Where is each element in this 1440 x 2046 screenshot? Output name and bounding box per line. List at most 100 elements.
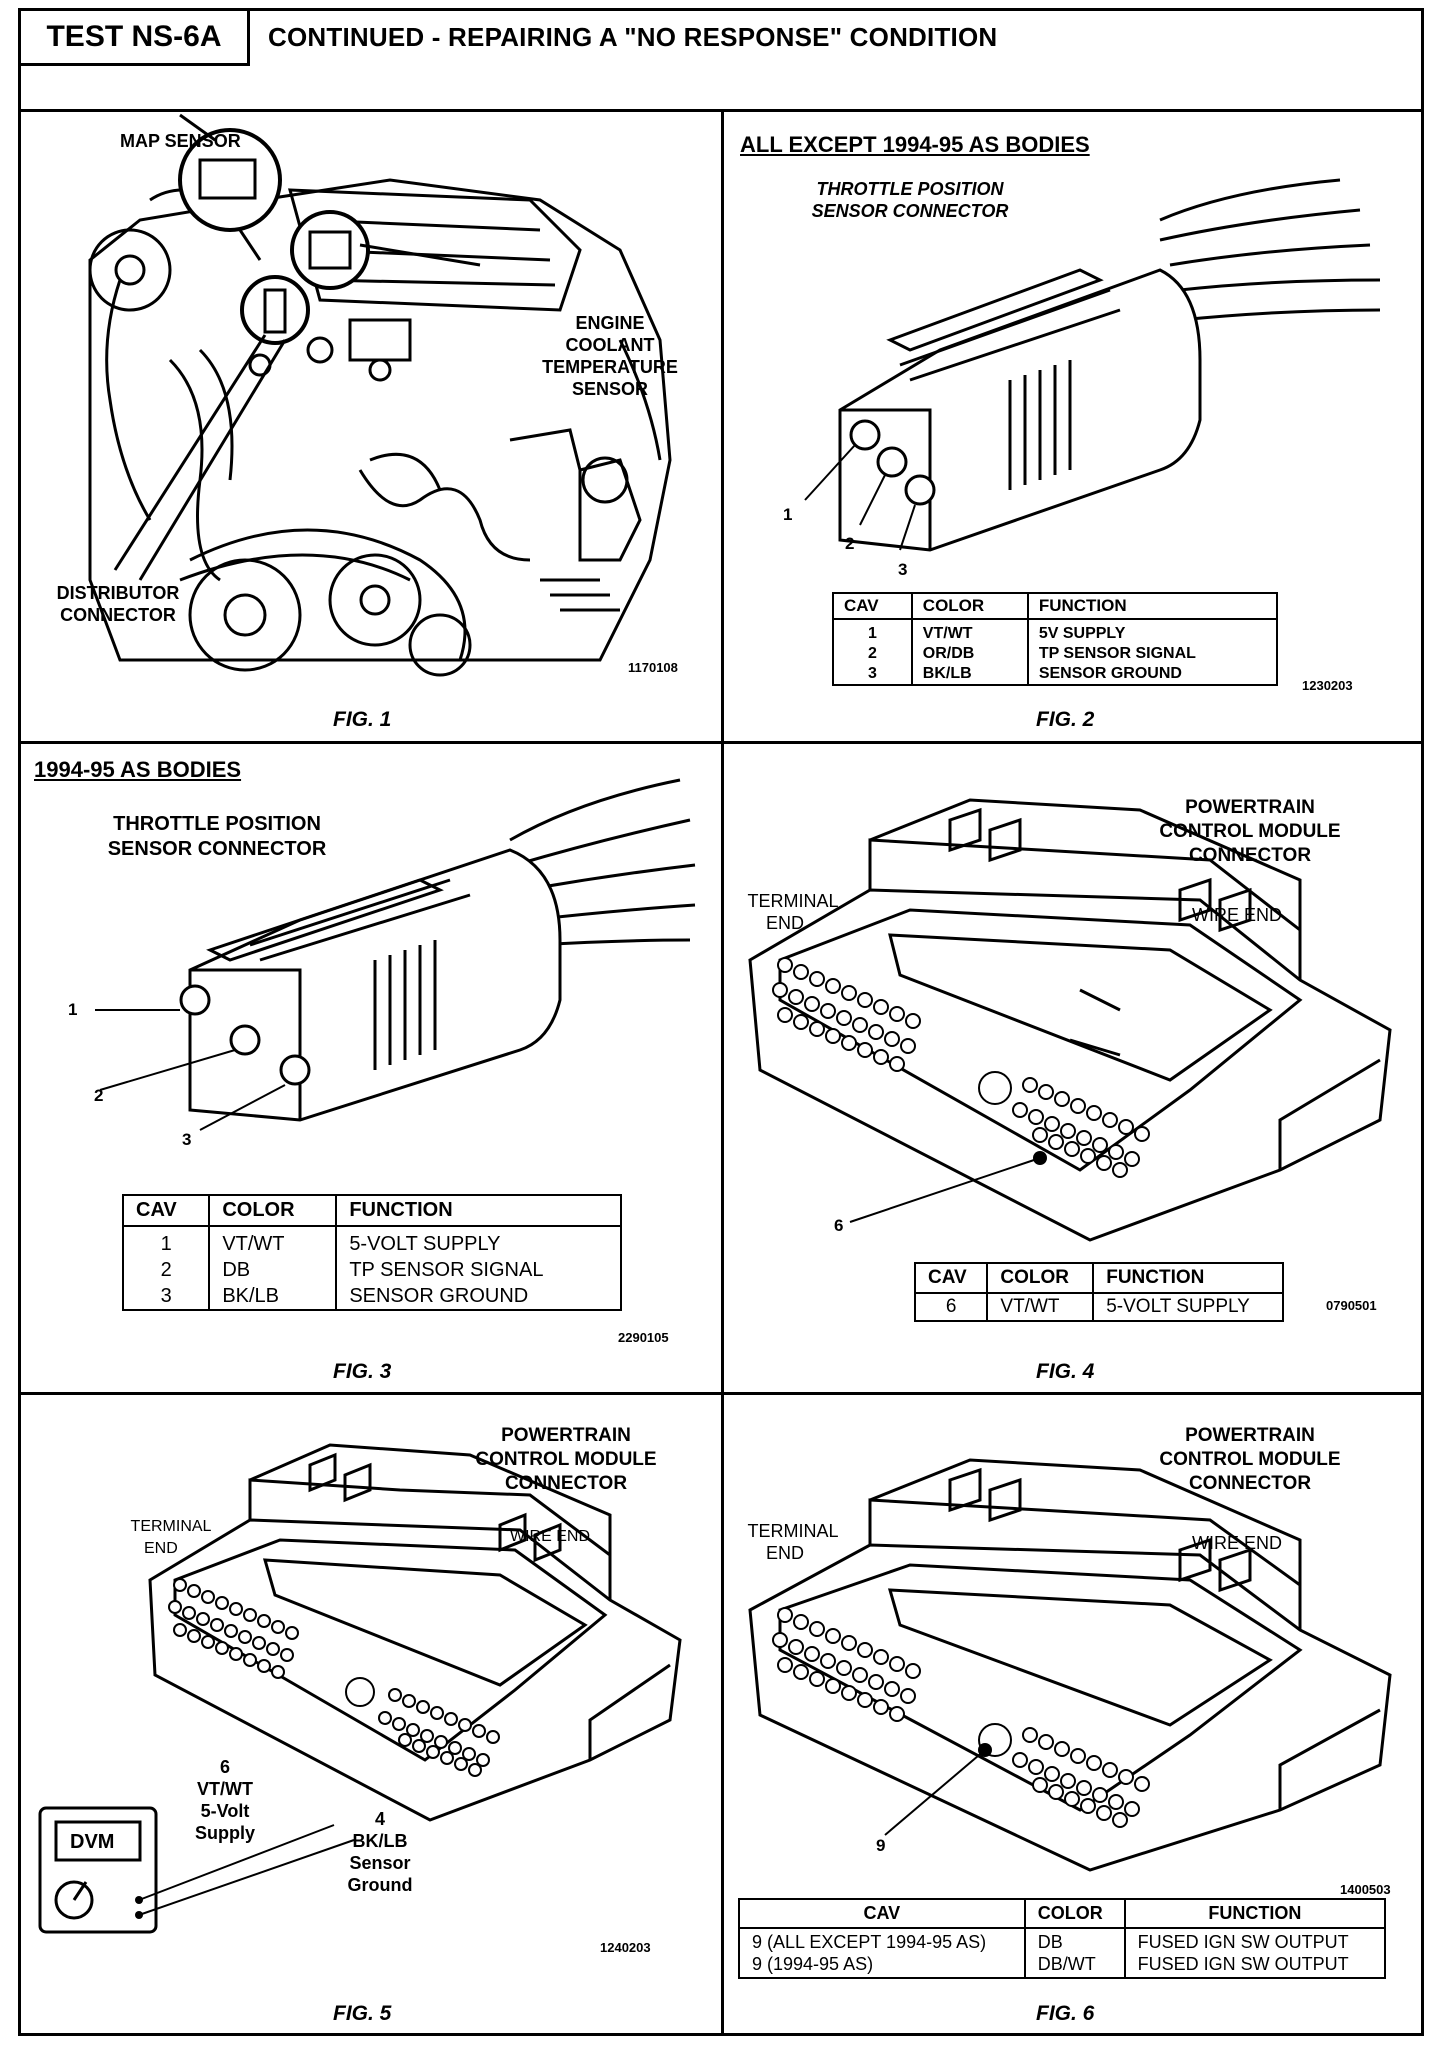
fig4-pcm-connector-drawing	[740, 840, 1400, 1240]
terminal-pins	[773, 958, 1149, 1177]
fig4-caption: FIG. 4	[1036, 1360, 1095, 1383]
probe2-line-4: Ground	[347, 1875, 413, 1895]
ect-line-1: ENGINE	[575, 313, 645, 333]
fig6-cell-cav: 9 (ALL EXCEPT 1994-95 AS) 9 (1994-95 AS)	[739, 1928, 1026, 1978]
terminal-pin	[826, 1679, 840, 1693]
terminal-pin	[1049, 1135, 1063, 1149]
fig2-caption: FIG. 2	[1036, 708, 1095, 731]
fig4-label-line-3: CONNECTOR	[1188, 845, 1312, 866]
terminal-pin	[272, 1621, 284, 1633]
terminal-pin	[183, 1607, 195, 1619]
page-title: CONTINUED - REPAIRING A "NO RESPONSE" CO…	[268, 22, 998, 52]
terminal-pin	[1109, 1795, 1123, 1809]
table-cell: 1	[867, 625, 877, 642]
fig2-cav-1: 1	[783, 505, 793, 524]
terminal-pin	[1061, 1774, 1075, 1788]
terminal-pin	[417, 1701, 429, 1713]
fig5-caption: FIG. 5	[333, 2002, 392, 2025]
fig4-cell-color: VT/WT	[987, 1293, 1095, 1321]
probe2-line-1: 4	[374, 1809, 385, 1829]
terminal-pin	[805, 997, 819, 1011]
terminal-pin	[1135, 1127, 1149, 1141]
terminal-pin	[890, 1057, 904, 1071]
fig6-pcm-connector-drawing	[740, 1500, 1400, 1860]
terminal-pin	[1093, 1788, 1107, 1802]
fig5-wire-end-label: WIRE END	[510, 1528, 590, 1545]
fig2-cell-function: 5V SUPPLY TP SENSOR SIGNAL SENSOR GROUND	[1027, 619, 1279, 685]
terminal-pins	[773, 1608, 1149, 1827]
terminal-pin	[216, 1642, 228, 1654]
ect-line-3: TEMPERATURE	[542, 357, 678, 377]
terminal-pin	[826, 1629, 840, 1643]
terminal-pin	[1065, 1142, 1079, 1156]
terminal-pin	[1039, 1085, 1053, 1099]
terminal-pin	[1087, 1106, 1101, 1120]
table-cell: VT/WT	[222, 1233, 285, 1255]
table-cell: VT/WT	[922, 625, 973, 642]
fig6-th-cav: CAV	[739, 1899, 1026, 1929]
terminal-pin	[874, 1700, 888, 1714]
terminal-pin	[1071, 1099, 1085, 1113]
terminal-pin	[885, 1032, 899, 1046]
terminal-pin	[890, 1007, 904, 1021]
table-cell: TP SENSOR SIGNAL	[349, 1259, 544, 1281]
terminal-pin	[281, 1649, 293, 1661]
fig4-pin-label: 6	[834, 1216, 844, 1235]
terminal-pin	[174, 1624, 186, 1636]
terminal-pin	[1097, 1156, 1111, 1170]
terminal-pin	[874, 1650, 888, 1664]
terminal-pin	[244, 1654, 256, 1666]
terminal-pin	[1081, 1149, 1095, 1163]
fig4-table: CAV COLOR FUNCTION 6 VT/WT 5-VOLT SUPPLY	[914, 1262, 1284, 1322]
terminal-pin	[211, 1619, 223, 1631]
terminal-pin	[1033, 1128, 1047, 1142]
fig6-code: 1400503	[1340, 1882, 1391, 1897]
terminal-pin	[202, 1636, 214, 1648]
fig4-terminal-end-label: TERMINAL END	[738, 890, 848, 934]
terminal-pin	[389, 1689, 401, 1701]
terminal-pin	[188, 1585, 200, 1597]
terminal-pin	[487, 1731, 499, 1743]
table-cell: BK/LB	[222, 1285, 280, 1307]
probe2-line-2: BK/LB	[352, 1831, 408, 1851]
terminal-pin	[1039, 1735, 1053, 1749]
fig4-th-color: COLOR	[987, 1263, 1095, 1294]
fig3-th-color: COLOR	[209, 1195, 338, 1227]
table-cell: BK/LB	[922, 665, 972, 682]
fig4-connector-label: POWERTRAIN CONTROL MODULE CONNECTOR	[1130, 796, 1370, 868]
table-cell: DB	[1037, 1932, 1063, 1952]
terminal-pin	[421, 1730, 433, 1742]
terminal-pin	[253, 1637, 265, 1649]
terminal-pin	[286, 1627, 298, 1639]
table-cell: OR/DB	[922, 645, 975, 662]
terminal-pin	[230, 1603, 242, 1615]
terminal-pin	[449, 1742, 461, 1754]
terminal-pin	[853, 1018, 867, 1032]
fig6-wire-end-label: WIRE END	[1192, 1533, 1282, 1553]
fig3-cell-cav: 1 2 3	[123, 1226, 211, 1310]
fig2-cav-2: 2	[845, 534, 855, 553]
terminal-pin	[225, 1625, 237, 1637]
terminal-pin	[773, 1633, 787, 1647]
table-cell: 9 (1994-95 AS)	[752, 1954, 874, 1974]
fig4-label-line-1: POWERTRAIN	[1185, 797, 1315, 818]
fig5-probe1-label: 6 VT/WT 5-Volt Supply	[170, 1756, 280, 1844]
terminal-pin	[890, 1707, 904, 1721]
terminal-pin	[1061, 1124, 1075, 1138]
fig6-table: CAV COLOR FUNCTION 9 (ALL EXCEPT 1994-95…	[738, 1898, 1387, 1979]
terminal-pin	[778, 1658, 792, 1672]
terminal-pin	[272, 1666, 284, 1678]
terminal-pin	[455, 1758, 467, 1770]
fig3-th-cav: CAV	[123, 1195, 211, 1227]
table-cell: 5-VOLT SUPPLY	[349, 1233, 501, 1255]
terminal-pin	[821, 1004, 835, 1018]
terminal-pin	[393, 1718, 405, 1730]
terminal-pin	[1109, 1145, 1123, 1159]
terminal-pin	[1125, 1152, 1139, 1166]
fig2-label-line-1: THROTTLE POSITION	[816, 179, 1004, 199]
terminal-pin	[1113, 1163, 1127, 1177]
terminal-pin	[842, 1686, 856, 1700]
terminal-line-1: TERMINAL	[747, 891, 839, 911]
fig5-pcm-connector-drawing	[140, 1480, 700, 1820]
terminal-pin	[826, 1029, 840, 1043]
